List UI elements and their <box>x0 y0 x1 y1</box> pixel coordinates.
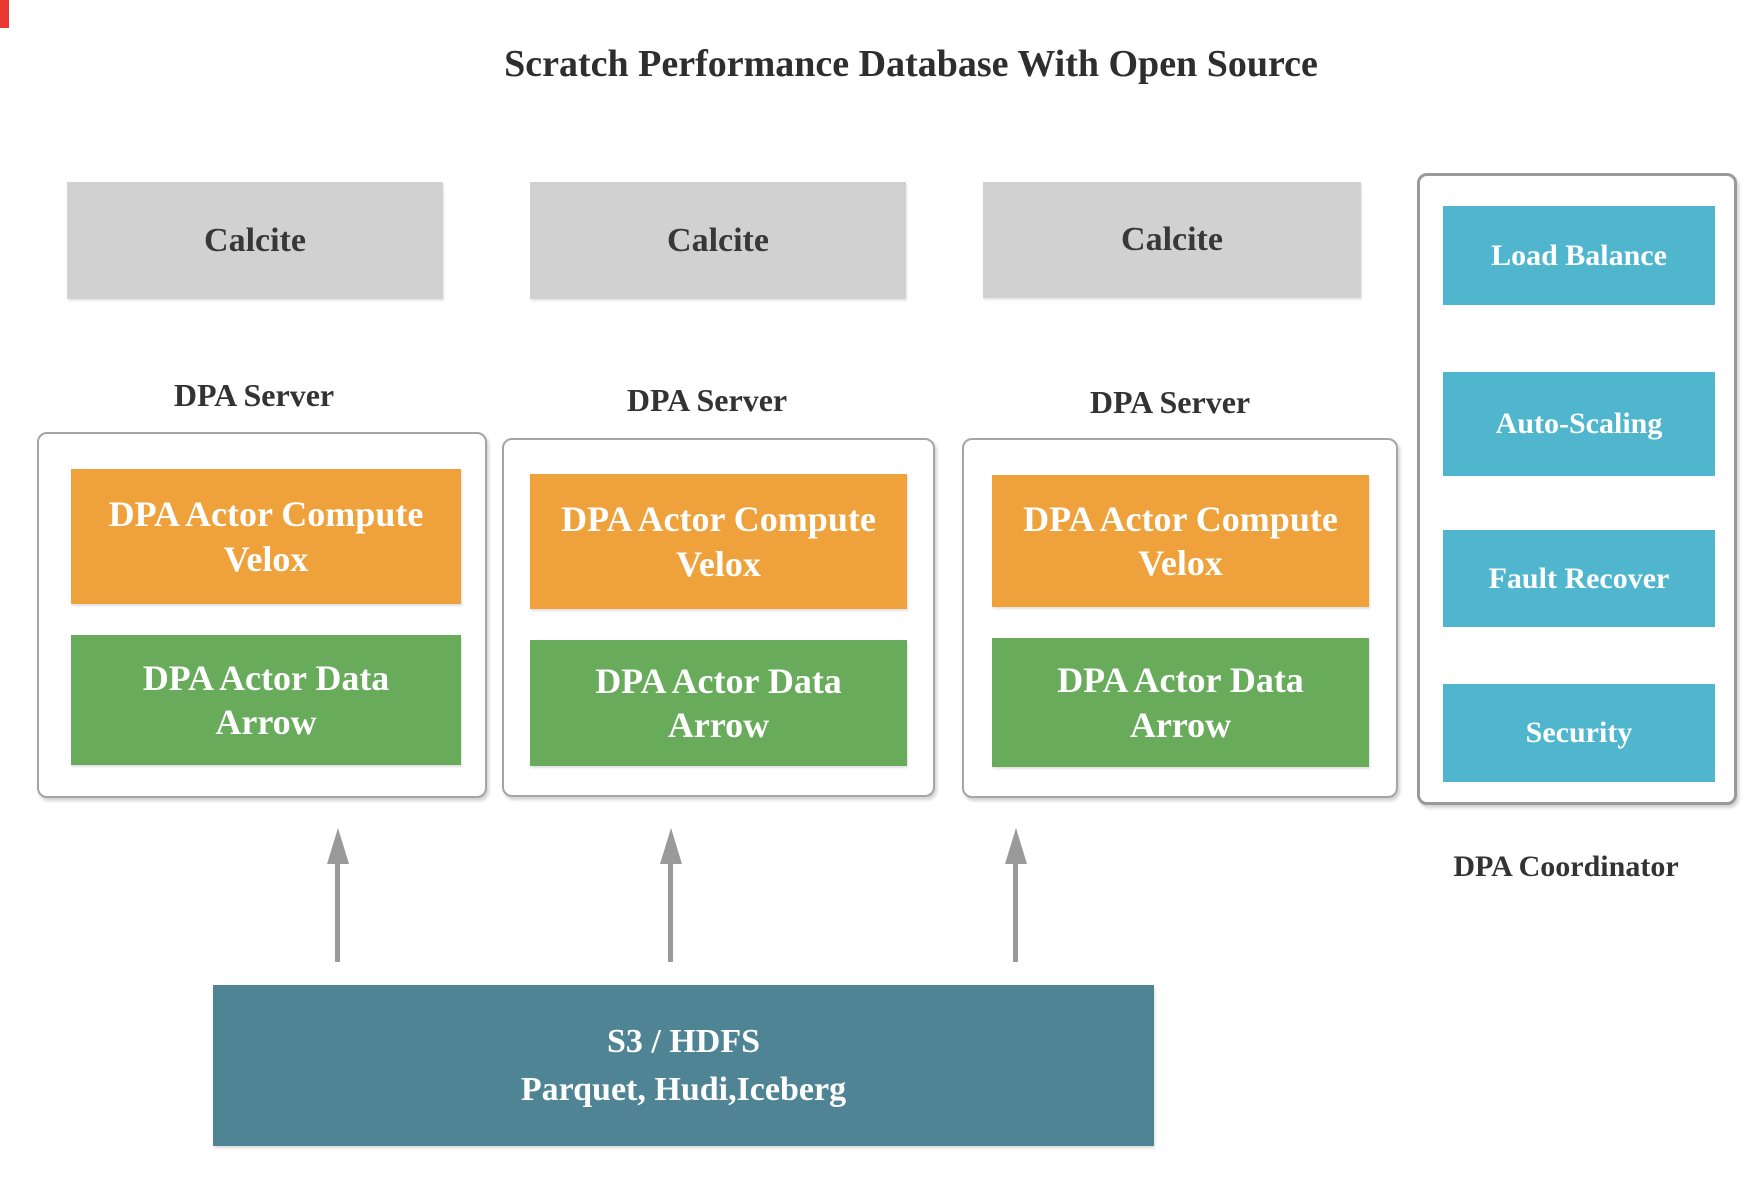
feature-auto-scaling: Auto-Scaling <box>1443 372 1715 476</box>
compute-label-line2: Velox <box>223 538 309 579</box>
arrow-head <box>660 828 682 864</box>
data-label-line1: DPA Actor Data <box>142 657 390 698</box>
storage-label-line2: Parquet, Hudi,Iceberg <box>520 1070 847 1108</box>
dpa-actor-data-box: DPA Actor Data Arrow <box>992 638 1369 767</box>
data-label-line2: Arrow <box>1129 704 1232 745</box>
calcite-label: Calcite <box>204 221 306 259</box>
dpa-actor-compute-box: DPA Actor Compute Velox <box>530 474 907 609</box>
data-label-line2: Arrow <box>215 702 317 742</box>
dpa-actor-compute-box: DPA Actor Compute Velox <box>992 475 1369 607</box>
screen-edge-red-fragment <box>0 0 9 28</box>
compute-label-line2: Velox <box>676 543 761 584</box>
feature-load-balance: Load Balance <box>1443 206 1715 305</box>
compute-label-line1: DPA Actor Compute <box>1023 498 1338 539</box>
diagram-title: Scratch Performance Database With Open S… <box>504 43 1318 85</box>
data-label-line1: DPA Actor Data <box>595 660 842 701</box>
dpa-actor-compute-box: DPA Actor Compute Velox <box>71 469 461 604</box>
flow-arrow-up-icon <box>659 828 683 962</box>
calcite-label: Calcite <box>1121 221 1223 258</box>
dpa-server-container-3: DPA Actor Compute Velox DPA Actor Data A… <box>962 438 1398 798</box>
arrow-shaft <box>1013 862 1018 962</box>
dpa-actor-data-box: DPA Actor Data Arrow <box>530 640 907 766</box>
dpa-server-container-1: DPA Actor Compute Velox DPA Actor Data A… <box>37 432 487 798</box>
arrow-head <box>327 828 349 864</box>
data-label-line2: Arrow <box>667 705 770 745</box>
calcite-box-1: Calcite <box>67 182 443 299</box>
calcite-box-2: Calcite <box>530 182 906 299</box>
dpa-coordinator-label: DPA Coordinator <box>1453 850 1679 883</box>
dpa-server-label-1: DPA Server <box>173 377 335 413</box>
compute-label-line1: DPA Actor Compute <box>108 494 424 535</box>
arrow-head <box>1005 828 1027 864</box>
storage-label-line1: S3 / HDFS <box>606 1022 761 1060</box>
dpa-coordinator-panel: Load Balance Auto-Scaling Fault Recover … <box>1417 173 1737 805</box>
data-label-line1: DPA Actor Data <box>1057 660 1304 701</box>
dpa-actor-data-box: DPA Actor Data Arrow <box>71 635 461 765</box>
dpa-server-container-2: DPA Actor Compute Velox DPA Actor Data A… <box>502 438 935 797</box>
calcite-box-3: Calcite <box>983 182 1361 298</box>
flow-arrow-up-icon <box>326 828 350 962</box>
feature-fault-recover: Fault Recover <box>1443 530 1715 627</box>
arrow-shaft <box>668 862 673 962</box>
feature-security: Security <box>1443 684 1715 782</box>
storage-box: S3 / HDFS Parquet, Hudi,Iceberg <box>213 985 1154 1146</box>
flow-arrow-up-icon <box>1004 828 1028 962</box>
compute-label-line2: Velox <box>1138 543 1223 583</box>
arrow-shaft <box>335 862 340 962</box>
compute-label-line1: DPA Actor Compute <box>561 499 876 540</box>
calcite-label: Calcite <box>667 221 769 259</box>
dpa-server-label-2: DPA Server <box>626 382 788 418</box>
dpa-server-label-3: DPA Server <box>1089 384 1251 420</box>
